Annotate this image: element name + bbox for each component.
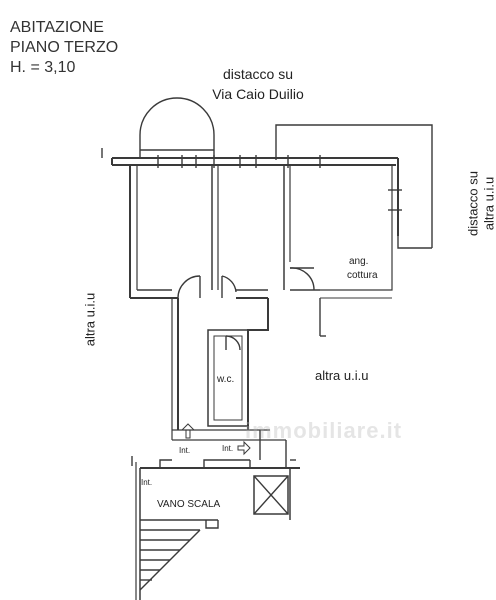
label-int-3: Int. <box>141 478 153 487</box>
label-wc: w.c. <box>217 374 235 385</box>
title-line-2: PIANO TERZO <box>10 39 119 56</box>
distacco-top-line1: distacco su <box>222 66 294 82</box>
altra-uiu-right: altra u.i.u <box>315 368 369 383</box>
label-int-2: Int. <box>222 444 234 453</box>
title-line-1: ABITAZIONE <box>10 19 104 36</box>
label-cottura: cottura <box>347 270 378 281</box>
title-block: ABITAZIONE PIANO TERZO H. = 3,10 <box>10 18 118 78</box>
terrace-outline <box>275 124 433 248</box>
label-ang: ang. <box>349 256 369 267</box>
label-vano-scala: VANO SCALA <box>157 499 221 510</box>
distacco-top-line2: Via Caio Duilio <box>212 86 304 102</box>
label-int-1: Int. <box>179 446 191 455</box>
title-line-3: H. = 3,10 <box>10 59 76 76</box>
watermark: immobiliare.it <box>245 418 403 443</box>
door-swing-1 <box>177 275 201 299</box>
balcony-arc <box>139 97 215 158</box>
